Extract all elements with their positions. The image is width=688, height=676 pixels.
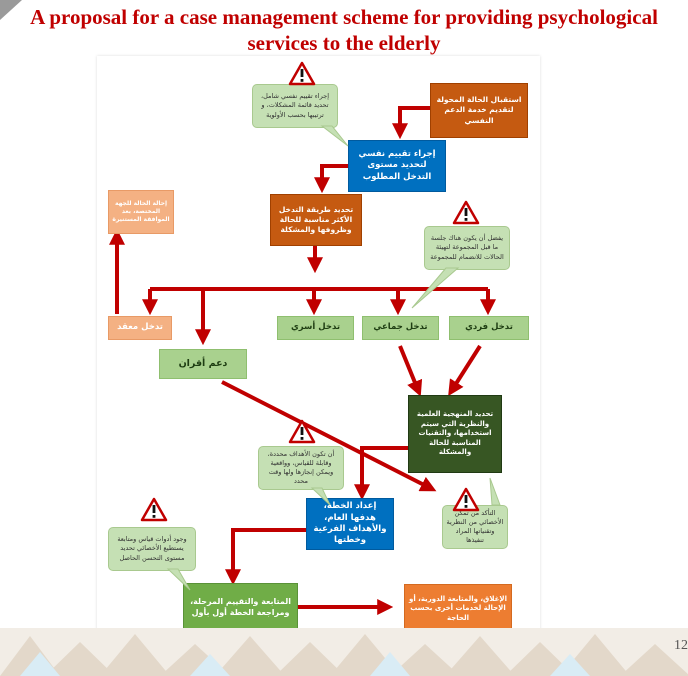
specialist-note-tail (489, 477, 501, 506)
group-intervention-box: تدخل جماعي (362, 316, 439, 340)
methodology-box: تحديد المنهجية العلمية والنظرية التي سيت… (408, 395, 502, 473)
tools-note-callout: وجود أدوات قياس ومتابعة يستطيع الأخصائي … (108, 527, 196, 571)
title-line-2: services to the elderly (247, 31, 441, 55)
specialist-note-callout: التأكد من تمكن الأخصائي من النظرية وتقني… (442, 505, 508, 549)
refer-case-box: إحالة الحالة للجهة المختصة، بعد الموافقة… (108, 190, 174, 234)
warning-icon (140, 497, 168, 522)
warning-icon (452, 200, 480, 225)
goals-note-tail (310, 487, 331, 506)
goals-note-callout: أن تكون الأهداف محددة، وقابلة للقياس، وو… (258, 446, 344, 490)
peer-support-box: دعم أقران (159, 349, 247, 379)
arrow-peer-to-plan (221, 380, 437, 492)
group-note-callout: يفضل أن يكون هناك جلسة ما قبل المجموعة ل… (424, 226, 510, 270)
followup-box: المتابعة والتقييم المرحلة، ومراجعة الخطة… (183, 583, 298, 633)
group-note-tail (411, 267, 460, 309)
individual-intervention-box: تدخل فردي (449, 316, 529, 340)
assessment-note-tail (320, 125, 349, 147)
complex-intervention-box: تدخل معقد (108, 316, 172, 340)
warning-icon (452, 487, 480, 512)
warning-icon (288, 61, 316, 86)
arrow-plan-to-followup (225, 528, 306, 586)
warning-icon (288, 419, 316, 444)
arrow-methodology-to-plan (354, 446, 408, 501)
arrow-receive-to-assessment (392, 106, 430, 140)
arrow-group-to-methodology (398, 345, 423, 397)
corner-decoration (0, 0, 22, 20)
page-number: 12 (674, 638, 688, 653)
family-intervention-box: تدخل أسري (277, 316, 354, 340)
arrow-assessment-to-method (314, 164, 348, 194)
assessment-note-callout: إجراء تقييم نفسي شامل، تحديد قائمة المشك… (252, 84, 338, 128)
title-line-1: A proposal for a case management scheme … (30, 5, 658, 29)
receive-case-box: استقبال الحالة المحولة لتقديم خدمة الدعم… (430, 83, 528, 138)
plan-box: إعداد الخطة، هدفها العام، والأهداف الفرع… (306, 498, 394, 550)
choose-method-box: تحديد طريقة التدخل الأكثر مناسبة للحالة … (270, 194, 362, 246)
assessment-box: إجراء تقييم نفسي لتحديد مستوى التدخل الم… (348, 140, 446, 192)
page-title: A proposal for a case management scheme … (0, 4, 688, 56)
arrow-individual-to-methodology (448, 344, 482, 397)
decorative-pattern-band (0, 628, 688, 676)
tools-note-tail (166, 568, 191, 591)
